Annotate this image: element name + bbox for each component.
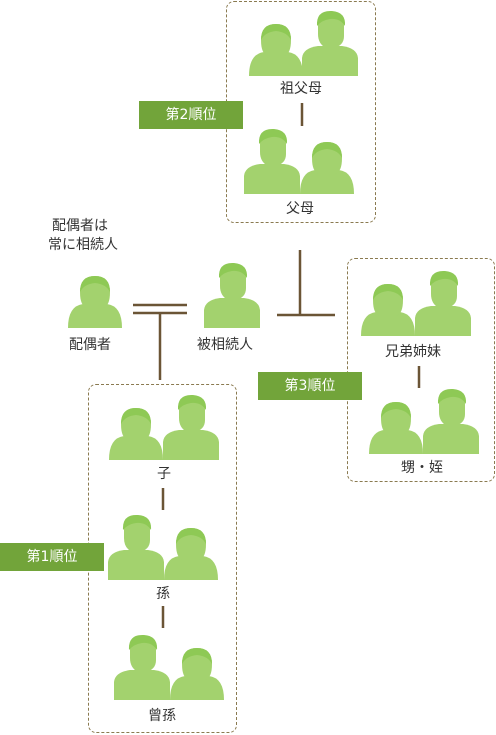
spouse-figure: [68, 276, 122, 328]
great-grandchild-label: 曾孫: [148, 708, 176, 724]
rank2-tag: 第2順位: [139, 101, 243, 129]
ascendants-box: [226, 1, 376, 223]
decedent-figure: [204, 262, 260, 328]
spouse-label: 配偶者: [69, 337, 111, 353]
rank3-tag: 第3順位: [258, 372, 362, 400]
parents-label: 父母: [286, 201, 314, 217]
nephews-label: 甥・姪: [401, 460, 443, 476]
connector-lines: [133, 103, 421, 628]
child-label: 子: [157, 466, 171, 482]
rank1-tag: 第1順位: [0, 543, 104, 571]
decedent-label: 被相続人: [197, 337, 253, 353]
siblings-box: [347, 258, 495, 482]
spouse-note-line2: 常に相続人: [48, 237, 118, 253]
descendants-box: [88, 384, 237, 733]
siblings-label: 兄弟姉妹: [385, 344, 441, 360]
spouse-note-line1: 配偶者は: [52, 218, 108, 234]
grandchild-label: 孫: [156, 586, 170, 602]
grandparents-label: 祖父母: [280, 81, 322, 97]
